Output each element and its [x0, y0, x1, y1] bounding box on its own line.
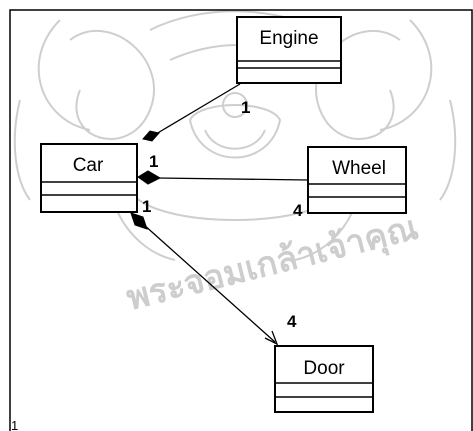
multiplicity-engine: 1: [241, 98, 250, 117]
class-name-car: Car: [73, 155, 104, 176]
watermark-text: พระจอมเกล้าเจ้าคุณ: [123, 208, 423, 320]
class-car[interactable]: Car: [41, 144, 137, 212]
navigation-arrow-icon: [265, 331, 277, 344]
class-wheel[interactable]: Wheel: [308, 147, 406, 213]
multiplicity-door: 4: [287, 312, 297, 331]
class-name-engine: Engine: [259, 28, 318, 49]
corner-mark: 1: [11, 418, 18, 431]
composition-diamond-icon: [143, 131, 159, 141]
class-name-wheel: Wheel: [332, 158, 386, 179]
class-door[interactable]: Door: [275, 346, 373, 412]
class-name-door: Door: [303, 358, 345, 379]
association-line: [156, 84, 240, 134]
multiplicity-car-door: 1: [142, 197, 151, 216]
class-engine[interactable]: Engine: [237, 17, 341, 83]
multiplicity-car-wheel: 1: [149, 152, 158, 171]
multiplicity-wheel: 4: [293, 201, 303, 220]
association-line: [157, 178, 308, 180]
association-car-wheel[interactable]: 1 4: [138, 152, 308, 220]
composition-diamond-icon: [138, 171, 160, 184]
